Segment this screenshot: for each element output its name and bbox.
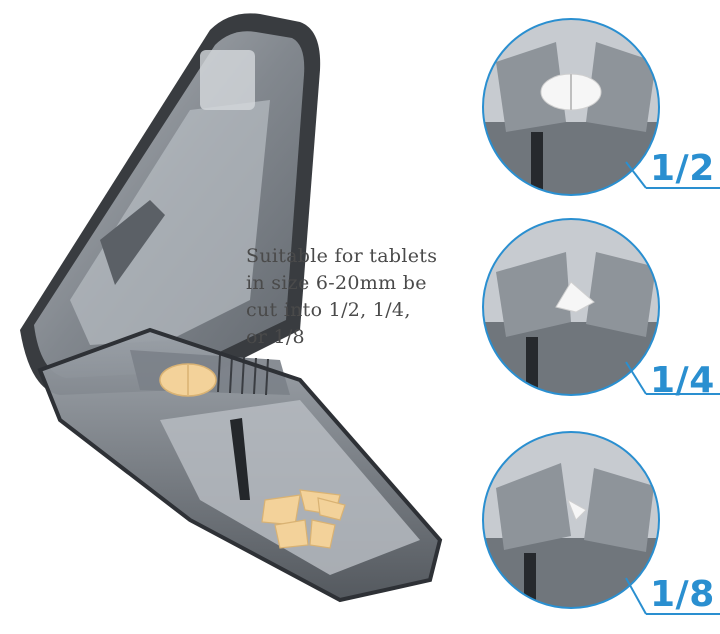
detail-quarter-cut [476,212,720,404]
description-line: Suitable for tablets [246,245,438,267]
description-line: or 1/8 [246,326,305,348]
fraction-label-half: 1/2 [650,148,715,189]
fraction-label-quarter: 1/4 [650,360,715,401]
product-description: Suitable for tablets in size 6-20mm be c… [246,243,481,351]
description-line: cut into 1/2, 1/4, [246,299,411,321]
description-line: in size 6-20mm be [246,272,427,294]
pill-cutter-image [20,13,443,603]
detail-eighth-cut [476,428,720,624]
fraction-label-eighth: 1/8 [650,574,715,615]
detail-half-cut [476,12,720,198]
